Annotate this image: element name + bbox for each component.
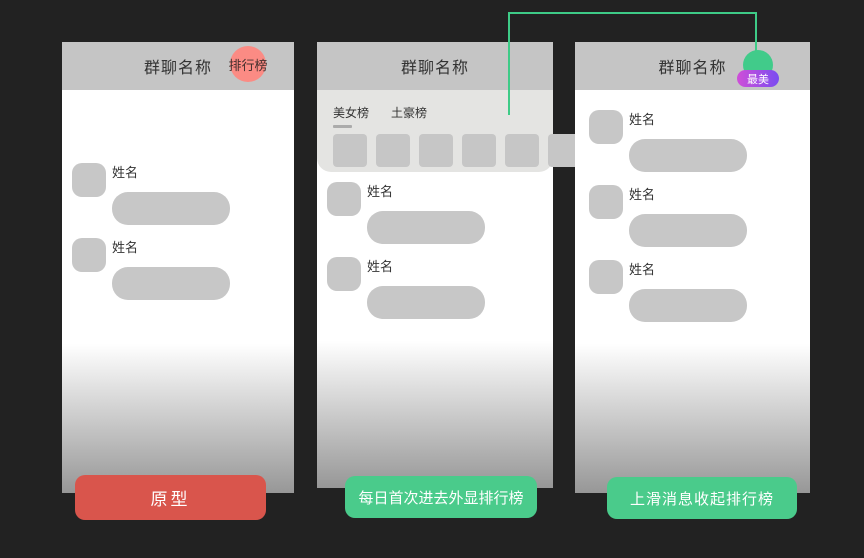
message-item: 姓名 (327, 257, 485, 319)
avatar-placeholder (589, 260, 623, 294)
phone-panel-collapsed-ranking: 群聊名称 姓名 姓名 姓名 (575, 42, 810, 493)
message-item: 姓名 (327, 182, 485, 244)
chat-title: 群聊名称 (143, 60, 212, 77)
tab-rich-ranking[interactable]: 土豪榜 (391, 106, 428, 120)
active-tab-indicator (333, 125, 352, 128)
avatar-placeholder (327, 257, 361, 291)
avatar-placeholder (72, 238, 106, 272)
ranking-avatar-placeholder (505, 134, 539, 167)
name-label: 姓名 (629, 262, 656, 277)
phone-panel-prototype: 群聊名称 排行榜 姓名 姓名 (62, 42, 294, 493)
chat-header: 群聊名称 排行榜 (62, 42, 294, 90)
message-bubble-placeholder (367, 286, 485, 319)
message-bubble-placeholder (112, 192, 230, 225)
chat-header: 群聊名称 (317, 42, 553, 90)
message-list: 姓名 姓名 (72, 163, 230, 313)
message-bubble-placeholder (629, 289, 747, 322)
connector-line-vertical-left (508, 12, 510, 115)
ranking-avatar-row (317, 134, 582, 167)
avatar-placeholder (589, 110, 623, 144)
connector-line-horizontal (508, 12, 757, 14)
message-content: 姓名 (629, 185, 747, 247)
name-label: 姓名 (112, 165, 139, 180)
message-content: 姓名 (629, 110, 747, 172)
message-bubble-placeholder (629, 139, 747, 172)
chat-title: 群聊名称 (658, 60, 727, 77)
message-bubble-placeholder (112, 267, 230, 300)
message-item: 姓名 (72, 238, 230, 300)
message-content: 姓名 (367, 257, 485, 319)
prototype-caption-button[interactable]: 原型 (75, 475, 266, 520)
ranking-avatar-placeholder (333, 134, 367, 167)
message-bubble-placeholder (367, 211, 485, 244)
avatar-placeholder (327, 182, 361, 216)
chat-title: 群聊名称 (400, 60, 469, 77)
message-item: 姓名 (589, 110, 747, 172)
daily-first-entry-caption-button[interactable]: 每日首次进去外显排行榜 (345, 476, 537, 518)
name-label: 姓名 (367, 184, 394, 199)
message-list: 姓名 姓名 姓名 (589, 110, 747, 335)
name-label: 姓名 (629, 112, 656, 127)
ranking-overlay: 美女榜 土豪榜 (317, 90, 582, 172)
ranking-tabs: 美女榜 土豪榜 (317, 90, 553, 121)
message-content: 姓名 (629, 260, 747, 322)
connector-line-vertical-right (755, 12, 757, 52)
most-beautiful-badge[interactable]: 最美 (737, 70, 779, 87)
message-item: 姓名 (72, 163, 230, 225)
message-content: 姓名 (367, 182, 485, 244)
message-item: 姓名 (589, 185, 747, 247)
swipe-collapse-caption-button[interactable]: 上滑消息收起排行榜 (607, 477, 797, 519)
avatar-placeholder (589, 185, 623, 219)
tab-beauty-ranking[interactable]: 美女榜 (333, 106, 370, 120)
name-label: 姓名 (367, 259, 394, 274)
ranking-avatar-placeholder (419, 134, 453, 167)
message-item: 姓名 (589, 260, 747, 322)
ranking-entry-badge[interactable]: 排行榜 (229, 46, 268, 82)
name-label: 姓名 (629, 187, 656, 202)
ranking-avatar-placeholder (376, 134, 410, 167)
message-content: 姓名 (112, 163, 230, 225)
message-list: 姓名 姓名 (327, 182, 485, 332)
message-content: 姓名 (112, 238, 230, 300)
avatar-placeholder (72, 163, 106, 197)
phone-panel-daily-ranking: 群聊名称 美女榜 土豪榜 姓名 姓名 (317, 42, 582, 488)
ranking-avatar-placeholder (462, 134, 496, 167)
name-label: 姓名 (112, 240, 139, 255)
message-bubble-placeholder (629, 214, 747, 247)
